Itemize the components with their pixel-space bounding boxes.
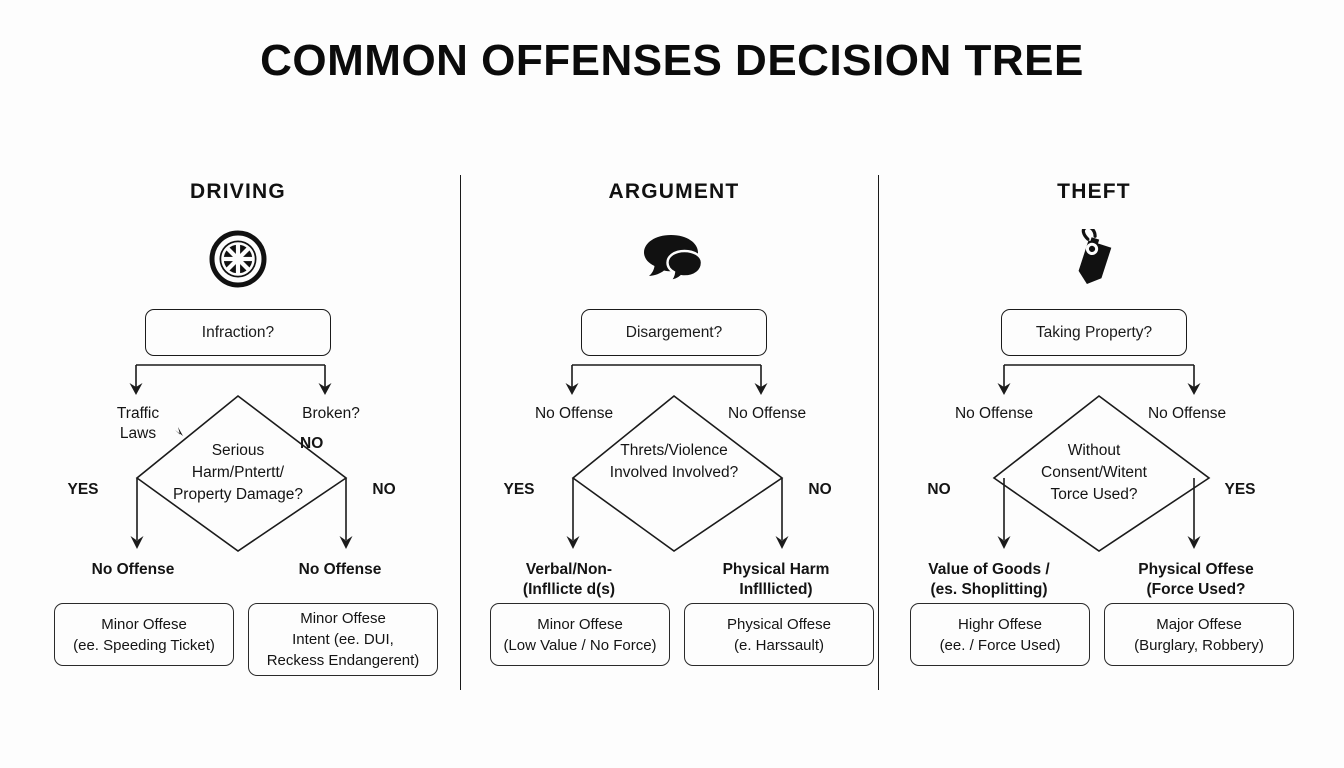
column-title-argument: ARGUMENT (608, 180, 740, 203)
label-top-right-theft: No Offense (1147, 405, 1227, 422)
label-top-right-driving: Broken? (302, 405, 360, 422)
label-mid-right-driving: NO (300, 435, 324, 452)
leaf-line-1: Minor Offese (300, 610, 386, 627)
label-line-1: No Offense (954, 405, 1034, 422)
column-argument: ARGUMENT Disargement? No (464, 0, 884, 768)
page-title: COMMON OFFENSES DECISION TREE (260, 36, 1084, 85)
diamond-question-theft: Without Consent/Witent Torce Used? (994, 440, 1194, 506)
leaf-box-theft-left[interactable]: Highr Offese (ee. / Force Used) (910, 603, 1090, 666)
label-bottom-right-driving: No Offense (298, 561, 382, 578)
label-bottom-left-theft: Value of Goods / (es. Shoplitting) (904, 560, 1074, 600)
diamond-line-1: Serious (211, 442, 265, 459)
diamond-question-argument: Threts/Violence Involved Involved? (574, 440, 774, 484)
label-line-1: Value of Goods / (928, 561, 1050, 578)
label-line-1: Physical Offese (1138, 561, 1254, 578)
label-line-1: No Offense (534, 405, 614, 422)
label-no-argument: NO (808, 481, 832, 498)
diamond-line-1: Threts/Violence (620, 442, 728, 459)
leaf-box-driving-left[interactable]: Minor Offese (ee. Speeding Ticket) (54, 603, 234, 666)
leaf-line-2: (e. Harssault) (733, 636, 825, 654)
diamond-line-2: Harm/Pntertt/ (191, 464, 285, 481)
label-line-2: (es. Shoplitting) (930, 581, 1048, 598)
speech-bubbles-icon (464, 228, 884, 290)
column-title-theft: THEFT (1057, 180, 1131, 203)
leaf-box-theft-right[interactable]: Major Offese (Burglary, Robbery) (1104, 603, 1294, 666)
leaf-line-3: Reckess Endangerent) (266, 652, 420, 669)
leaf-line-2: Intent (ee. DUI, (292, 631, 394, 648)
diamond-line-3: Property Damage? (172, 486, 304, 503)
leaf-line-2: (Burglary, Robbery) (1134, 636, 1264, 654)
leaf-box-argument-right[interactable]: Physical Offese (e. Harssault) (684, 603, 874, 666)
column-divider-1 (460, 175, 461, 690)
leaf-box-argument-left[interactable]: Minor Offese (Low Value / No Force) (490, 603, 670, 666)
diamond-question-driving: Serious Harm/Pntertt/ Property Damage? (138, 440, 338, 506)
column-title-driving: DRIVING (190, 180, 286, 203)
label-no-theft: NO (927, 481, 951, 498)
column-divider-2 (878, 175, 879, 690)
wheel-icon (28, 228, 448, 290)
label-top-left-driving: Traffic Laws (68, 404, 208, 444)
label-line-1: Verbal/Non- (525, 561, 613, 578)
leaf-line-1: Major Offese (1156, 615, 1242, 633)
label-line-2: (Infllicte d(s) (522, 581, 616, 598)
label-line-2: (Force Used? (1146, 581, 1246, 598)
column-driving: DRIVING Infraction? (28, 0, 448, 768)
label-line-2: Inflllicted) (739, 581, 813, 598)
leaf-line-1: Minor Offese (101, 615, 187, 633)
root-question-driving[interactable]: Infraction? (145, 309, 331, 356)
label-line-2: Laws (119, 425, 157, 442)
leaf-line-1: Physical Offese (727, 615, 831, 633)
label-line-1: Traffic (116, 405, 160, 422)
label-line-1: Physical Harm (722, 561, 830, 578)
diamond-line-1: Without (1067, 442, 1121, 459)
leaf-line-1: Minor Offese (537, 615, 623, 633)
label-yes-theft: YES (1224, 481, 1256, 498)
leaf-line-1: Highr Offese (958, 615, 1042, 633)
label-top-left-theft: No Offense (924, 404, 1064, 424)
label-yes-argument: YES (503, 481, 535, 498)
leaf-line-2: (ee. Speeding Ticket) (73, 636, 215, 654)
label-yes-driving: YES (67, 481, 99, 498)
label-no-driving: NO (372, 481, 396, 498)
price-tag-icon (884, 228, 1304, 290)
root-question-theft[interactable]: Taking Property? (1001, 309, 1187, 356)
label-bottom-right-theft: Physical Offese (Force Used? (1106, 560, 1286, 600)
leaf-line-2: (ee. / Force Used) (939, 636, 1061, 654)
diamond-line-3: Torce Used? (1050, 486, 1138, 503)
root-question-argument[interactable]: Disargement? (581, 309, 767, 356)
label-top-left-argument: No Offense (504, 404, 644, 424)
leaf-box-driving-right[interactable]: Minor Offese Intent (ee. DUI, Reckess En… (248, 603, 438, 676)
label-top-right-argument: No Offense (727, 405, 807, 422)
label-bottom-left-driving: No Offense (91, 561, 175, 578)
column-theft: THEFT Taking Property? (884, 0, 1304, 768)
label-bottom-left-argument: Verbal/Non- (Infllicte d(s) (484, 560, 654, 600)
leaf-line-2: (Low Value / No Force) (503, 636, 657, 654)
diamond-line-2: Consent/Witent (1041, 464, 1147, 481)
label-bottom-right-argument: Physical Harm Inflllicted) (686, 560, 866, 600)
diamond-line-2: Involved Involved? (609, 464, 739, 481)
